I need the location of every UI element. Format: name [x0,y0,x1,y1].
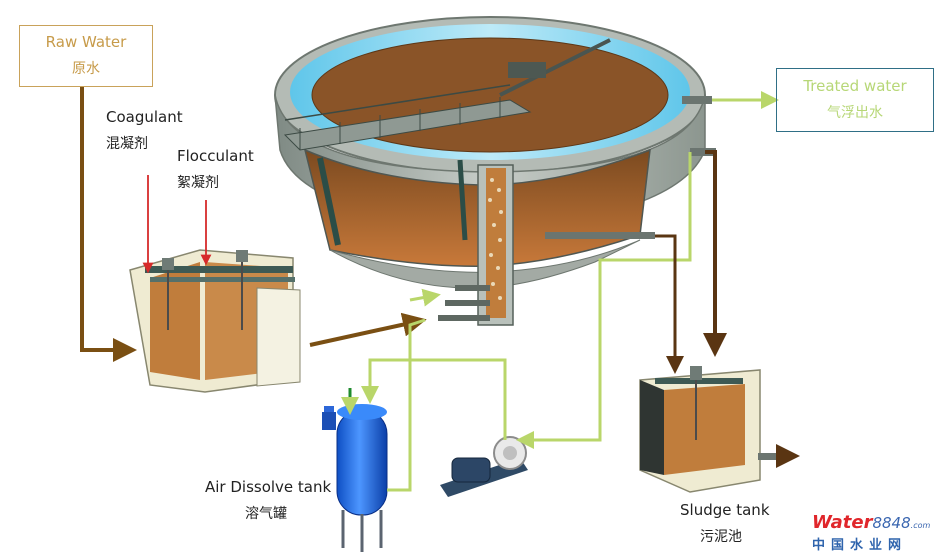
flotation-tank [274,16,716,326]
center-reaction-column [438,164,514,326]
air-dissolve-label: Air Dissolve tank 溶气罐 [205,477,331,524]
flocculant-label: Flocculant 絮凝剂 [177,146,254,193]
skimmer-bridge [283,38,611,151]
sludge-tank-zh: 污泥池 [700,529,742,545]
air-dissolve-en: Air Dissolve tank [205,478,332,496]
coagulant-en: Coagulant [106,108,183,126]
raw-water-en: Raw Water [45,33,127,51]
watermark-part3: .com [910,521,931,530]
flocculant-zh: 絮凝剂 [177,175,219,191]
flocculation-tank [129,249,301,393]
sludge-tank-en: Sludge tank [680,501,770,519]
watermark-part2: 8848 [872,514,911,532]
treated-water-en: Treated water [803,77,907,95]
sludge-tank [639,366,778,493]
coagulant-zh: 混凝剂 [106,136,148,152]
raw-water-zh: 原水 [72,61,100,77]
watermark-part1: Water [812,512,873,533]
treated-water-label: Treated water 气浮出水 [776,68,934,132]
air-dissolve-zh: 溶气罐 [245,506,287,522]
treated-water-zh: 气浮出水 [827,105,883,121]
coagulant-label: Coagulant 混凝剂 [106,107,183,154]
flow-lines [80,87,800,492]
sludge-tank-label: Sludge tank 污泥池 [680,500,770,547]
flocculant-en: Flocculant [177,147,254,165]
raw-water-label: Raw Water 原水 [19,25,153,87]
recycle-pump [440,436,528,497]
air-dissolve-vessel [322,388,388,552]
watermark-zh: 中国水业网 [812,538,908,553]
watermark-logo: Water8848.com 中国水业网 [812,512,937,553]
